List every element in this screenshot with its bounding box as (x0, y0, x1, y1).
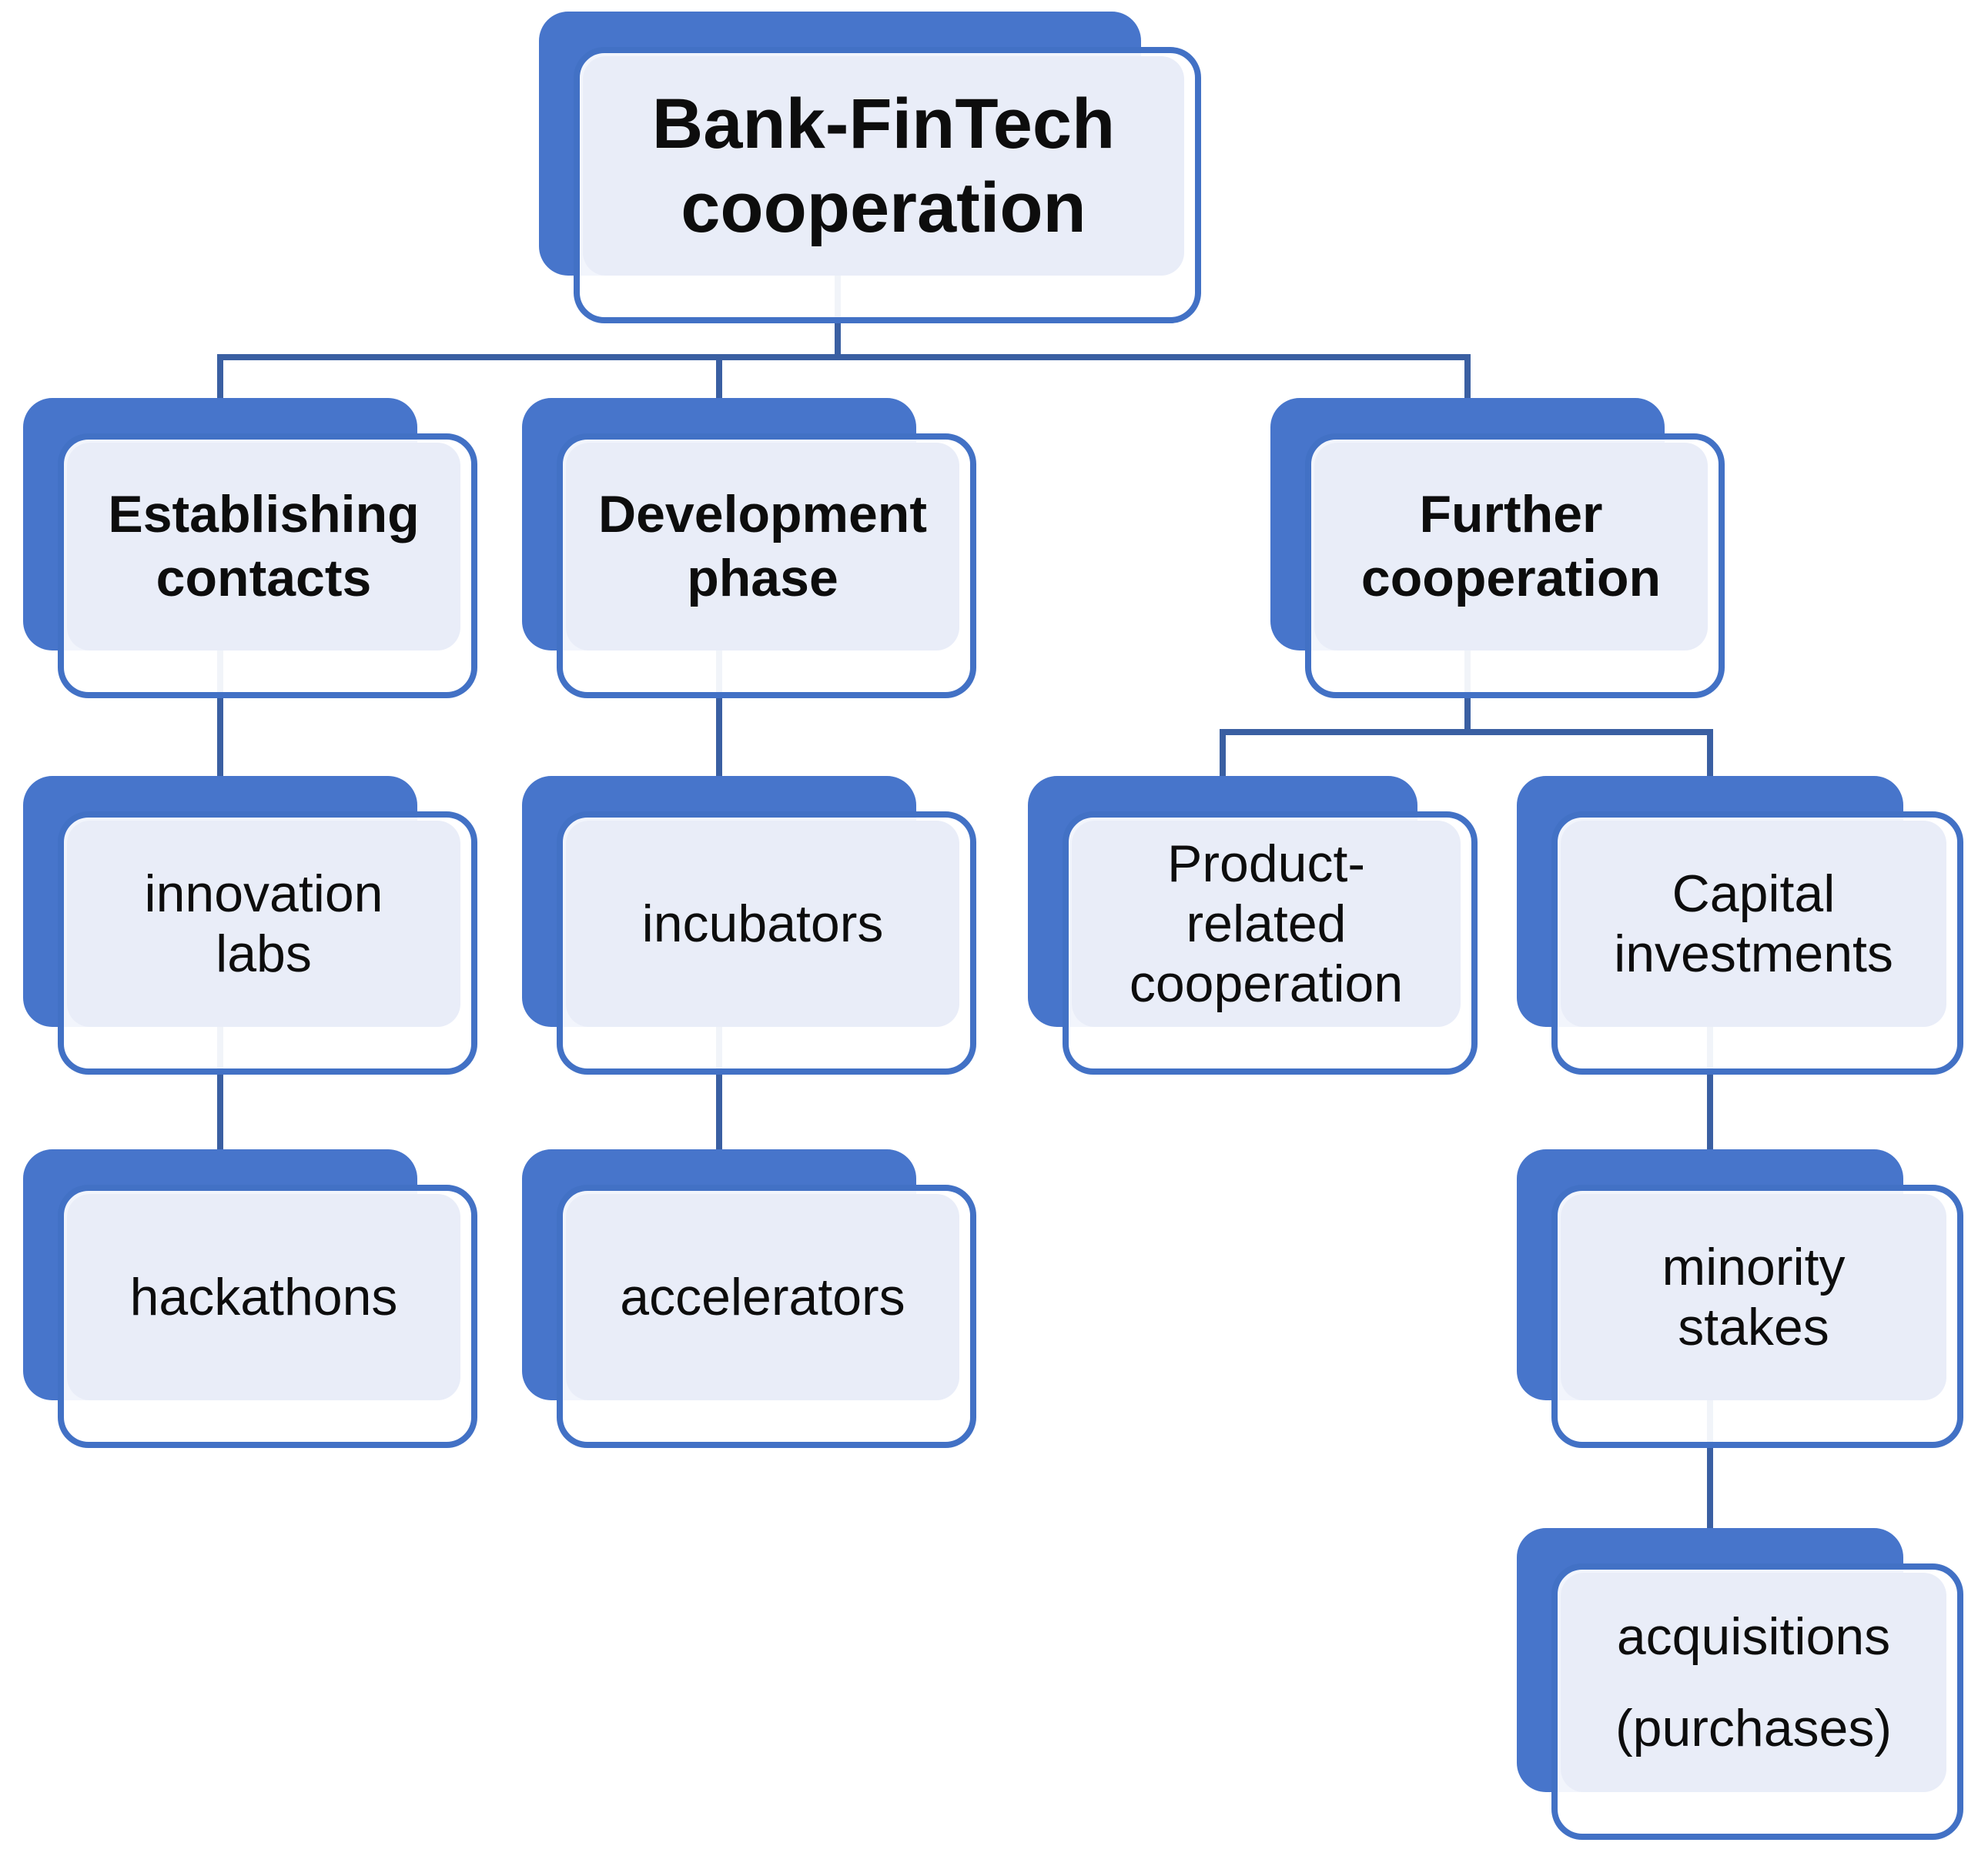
node-label-line-1: acquisitions (1616, 1607, 1891, 1667)
connector-innovation-labs-to-hackathons (217, 1027, 223, 1153)
connector-development-to-incubators (716, 650, 722, 780)
node-fill (583, 56, 1184, 276)
connector-minority-to-acquisitions (1707, 1400, 1713, 1532)
node-fill (1561, 1573, 1946, 1792)
node-label: Product- related cooperation (1129, 834, 1404, 1014)
node-product-related-cooperation: Product- related cooperation (1028, 776, 1478, 1075)
node-fill (67, 443, 460, 650)
connector-further-bus (1220, 729, 1713, 735)
node-fill (1314, 443, 1708, 650)
node-bank-fintech-cooperation: Bank-FinTech cooperation (539, 12, 1201, 323)
node-further-cooperation: Further cooperation (1270, 398, 1725, 698)
node-label: minority stakes (1662, 1237, 1846, 1356)
connector-level1-bus (217, 354, 1471, 360)
node-incubators: incubators (522, 776, 976, 1075)
node-fill (67, 1194, 460, 1400)
node-label: Capital investments (1614, 864, 1893, 983)
node-label: Establishing contacts (108, 485, 420, 607)
connector-establishing-to-innovation-labs (217, 650, 223, 780)
connector-development-stem (716, 354, 722, 400)
node-label: hackathons (129, 1267, 398, 1326)
node-label: accelerators (620, 1267, 905, 1326)
node-minority-stakes: minority stakes (1517, 1149, 1963, 1448)
node-fill (67, 821, 460, 1027)
connector-product-stem (1220, 729, 1226, 780)
node-fill (566, 443, 959, 650)
node-label: Bank-FinTech cooperation (651, 84, 1116, 247)
node-fill (1561, 1194, 1946, 1400)
node-innovation-labs: innovation labs (23, 776, 477, 1075)
connector-capital-stem (1707, 729, 1713, 780)
connector-capital-to-minority-stakes (1707, 1027, 1713, 1153)
node-label: innovation labs (144, 864, 383, 983)
node-fill (1561, 821, 1946, 1027)
node-fill (566, 1194, 959, 1400)
node-hackathons: hackathons (23, 1149, 477, 1448)
node-capital-investments: Capital investments (1517, 776, 1963, 1075)
node-fill (566, 821, 959, 1027)
connector-establishing-stem (217, 354, 223, 400)
node-accelerators: accelerators (522, 1149, 976, 1448)
node-label-line-2: (purchases) (1615, 1698, 1893, 1757)
node-label: acquisitions (purchases) (1561, 1573, 1946, 1792)
node-fill (1072, 821, 1461, 1027)
node-establishing-contacts: Establishing contacts (23, 398, 477, 698)
connector-incubators-to-accelerators (716, 1027, 722, 1153)
node-label: Further cooperation (1360, 485, 1662, 607)
node-label: incubators (641, 894, 884, 953)
node-acquisitions-purchases: acquisitions (purchases) (1517, 1528, 1963, 1840)
connector-further-stem (1464, 354, 1471, 400)
node-label: Development phase (598, 485, 927, 607)
node-development-phase: Development phase (522, 398, 976, 698)
